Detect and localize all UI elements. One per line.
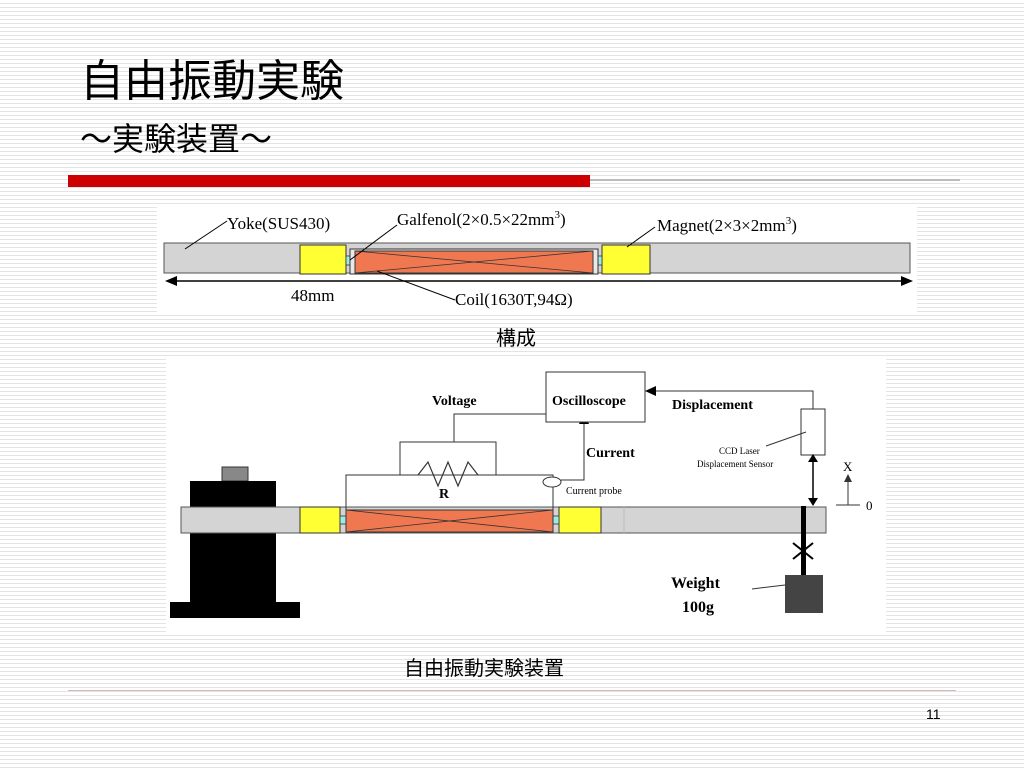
displacement-label: Displacement	[672, 398, 753, 413]
figure2-caption: 自由振動実験装置	[404, 656, 564, 680]
length-label: 48mm	[291, 286, 334, 305]
right-spacer	[552, 515, 560, 525]
current-label: Current	[586, 446, 635, 461]
figure1-caption: 構成	[496, 326, 536, 350]
weight-value: 100g	[682, 599, 714, 616]
resistor-label: R	[439, 487, 450, 502]
displacement-wire	[656, 390, 814, 409]
resistor-zigzag	[417, 460, 479, 488]
slide-title: 自由振動実験	[80, 56, 344, 107]
galfenol-label: Galfenol(2×0.5×22mm3)	[397, 209, 566, 229]
footer-divider	[68, 690, 956, 691]
shaker-base	[170, 602, 300, 618]
right-magnet	[601, 244, 651, 275]
yoke-label: Yoke(SUS430)	[227, 214, 330, 233]
current-wire	[561, 424, 585, 481]
device-configuration-diagram: Yoke(SUS430) Galfenol(2×0.5×22mm3) Magne…	[157, 205, 917, 315]
oscilloscope-box	[545, 371, 646, 423]
left-magnet	[299, 244, 347, 275]
title-underline-thin	[590, 179, 960, 181]
current-probe	[542, 476, 562, 488]
shaker-top	[221, 466, 249, 482]
weight-label: Weight	[671, 575, 721, 592]
page-number: 11	[926, 706, 941, 722]
free-vibration-setup-diagram: Voltage Oscilloscope Displacement Curren…	[166, 358, 886, 633]
resistor-branch-wire	[399, 441, 497, 475]
slide-subtitle: ～実験装置～	[80, 120, 273, 158]
right-magnet	[558, 506, 602, 534]
title-underline-accent	[68, 175, 590, 187]
sensor-label-line1: CCD Laser	[719, 446, 760, 456]
shaker-body	[190, 481, 276, 603]
left-spacer	[339, 515, 347, 525]
x-axis-label: X	[843, 459, 853, 474]
zero-label: 0	[866, 498, 873, 513]
magnet-label: Magnet(2×3×2mm3)	[657, 215, 797, 235]
current-probe-label: Current probe	[566, 486, 622, 497]
voltage-wire	[453, 413, 546, 442]
weight-rod	[801, 506, 806, 576]
voltage-label: Voltage	[432, 394, 477, 409]
left-magnet	[299, 506, 341, 534]
sensor-label-line2: Displacement Sensor	[697, 459, 773, 469]
oscilloscope-label: Oscilloscope	[552, 394, 626, 409]
coil-label: Coil(1630T,94Ω)	[455, 290, 573, 309]
coil-circuit-wire	[345, 474, 554, 510]
weight-block	[785, 575, 823, 613]
